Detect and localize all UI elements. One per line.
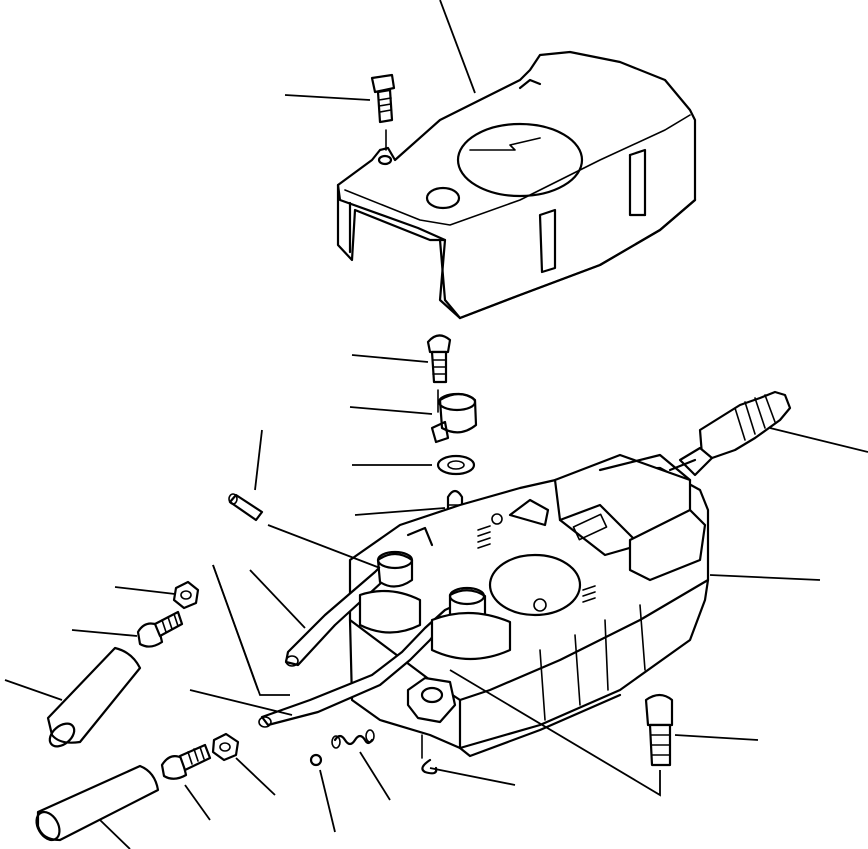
lock-nut-lower-leader [235, 757, 276, 796]
knob-leader [4, 679, 63, 701]
knob-lower-leader [99, 819, 131, 849]
upper-bolt [426, 334, 452, 384]
lever-pair-leader [212, 564, 290, 696]
lock-nut-lower [211, 732, 240, 762]
switch-grip [668, 390, 792, 477]
side-bolt-leader [674, 734, 759, 741]
switch-grip-leader [769, 427, 868, 453]
lock-nut-leader [114, 586, 176, 595]
roll-pin-link [267, 524, 381, 569]
spring-leader [359, 751, 391, 801]
control-valve-housing-leader [709, 574, 821, 581]
lever-bolt-lower [160, 743, 212, 780]
lock-nut [172, 580, 200, 610]
ball-leader [319, 769, 336, 833]
spring [331, 729, 375, 749]
control-lever-leader-b [249, 569, 306, 629]
lever-bolt [136, 610, 184, 648]
lever-bolt-lower-leader [184, 784, 211, 821]
roll-pin-leader [254, 429, 263, 491]
clamp-block-leader [349, 406, 433, 415]
washer [436, 454, 476, 476]
knob [46, 646, 142, 748]
upper-bolt-leader [351, 354, 429, 363]
cover-bolt [370, 73, 396, 151]
cover [336, 50, 697, 320]
snap-ring [421, 734, 438, 775]
control-lever-leader-a [189, 689, 293, 716]
cover-bolt-leader [284, 94, 371, 101]
pair-leader-right [449, 669, 661, 797]
side-bolt [644, 693, 674, 767]
snap-ring-leader [429, 767, 516, 786]
lever-pair-leader-2 [212, 564, 259, 691]
lever-bolt-leader [71, 629, 138, 637]
cover-leader [439, 0, 476, 94]
roll-pin [228, 493, 264, 522]
detent-pin-leader [354, 507, 446, 516]
clamp-block [430, 389, 478, 444]
knob-lower [35, 764, 160, 842]
ball [309, 753, 323, 767]
